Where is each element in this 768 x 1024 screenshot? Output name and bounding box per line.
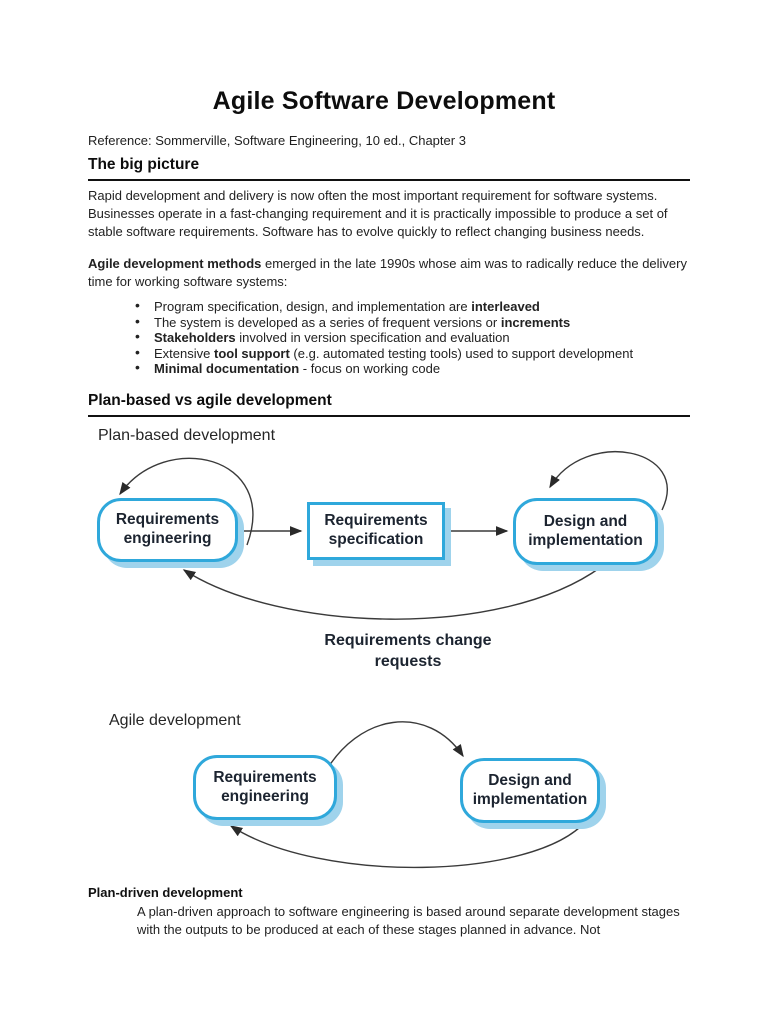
agile-principles-list: Program specification, design, and imple… bbox=[130, 298, 690, 377]
fig2-node-requirements-engineering: Requirements engineering bbox=[193, 755, 337, 820]
list-item: Program specification, design, and imple… bbox=[130, 298, 690, 315]
subheading-plan-driven: Plan-driven development bbox=[88, 885, 243, 900]
fig1-node-design-implementation: Design and implementation bbox=[513, 498, 658, 565]
fig1-node-requirements-specification: Requirements specification bbox=[307, 502, 445, 560]
list-item: Minimal documentation - focus on working… bbox=[130, 360, 690, 377]
fig1-self-loop-right-arrow bbox=[549, 451, 668, 511]
section-heading-plan-vs-agile: Plan-based vs agile development bbox=[88, 392, 690, 417]
list-item: Stakeholders involved in version specifi… bbox=[130, 329, 690, 346]
page-title: Agile Software Development bbox=[212, 87, 556, 115]
fig2-node-design-implementation: Design and implementation bbox=[460, 758, 600, 823]
fig2-caption: Agile development bbox=[109, 712, 241, 729]
section-heading-big-picture: The big picture bbox=[88, 156, 690, 181]
fig1-caption: Plan-based development bbox=[98, 427, 276, 444]
paragraph-agile-methods: Agile development methods emerged in the… bbox=[88, 256, 687, 289]
fig1-arc-label: Requirements change requests bbox=[324, 632, 492, 670]
fig1-node-requirements-engineering: Requirements engineering bbox=[97, 498, 238, 562]
reference-line: Reference: Sommerville, Software Enginee… bbox=[88, 133, 466, 148]
paragraph-plan-driven: A plan-driven approach to software engin… bbox=[137, 904, 680, 937]
fig1-return-arc-arrow bbox=[182, 566, 602, 620]
list-item: The system is developed as a series of f… bbox=[130, 314, 690, 331]
paragraph-rapid-development: Rapid development and delivery is now of… bbox=[88, 188, 668, 239]
fig2-return-arc-arrow bbox=[229, 820, 587, 869]
fig2-forward-arc-arrow bbox=[322, 721, 464, 777]
fig1-self-loop-left-arrow bbox=[119, 457, 254, 546]
list-item: Extensive tool support (e.g. automated t… bbox=[130, 345, 690, 362]
